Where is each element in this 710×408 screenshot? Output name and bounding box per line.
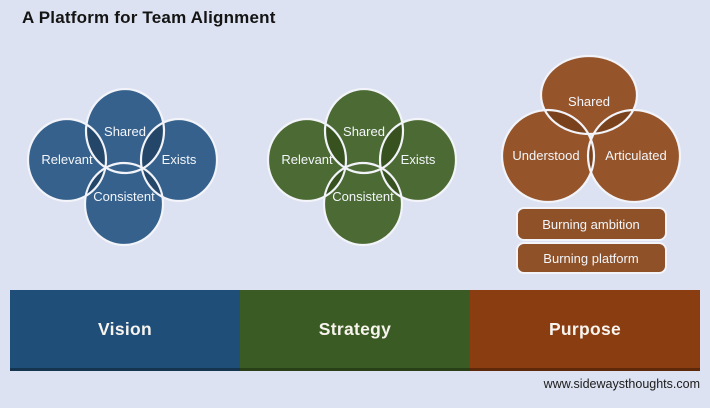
vision-circle-consistent <box>85 163 163 245</box>
strategy-bar-label: Strategy <box>318 318 392 339</box>
burning-platform-label: Burning platform <box>543 251 638 266</box>
vision-overlap <box>141 119 164 173</box>
strategy-bar: Strategy <box>240 290 470 371</box>
strategy-circle-outline <box>378 117 458 203</box>
alignment-bars: Vision Strategy Purpose <box>10 290 700 371</box>
strategy-label-consistent: Consistent <box>332 189 394 204</box>
vision-circle-outline <box>26 117 108 203</box>
purpose-label-understood: Understood <box>512 148 579 163</box>
purpose-circle-cluster: Shared Understood Articulated <box>500 54 682 204</box>
alignment-diagram: Shared Relevant Exists Consistent Shared… <box>26 54 682 274</box>
strategy-circle-outline <box>266 117 348 203</box>
strategy-overlap <box>380 119 403 173</box>
vision-circle-outline <box>139 117 219 203</box>
vision-circle-cluster: Shared Relevant Exists Consistent <box>26 87 219 247</box>
strategy-circle-consistent <box>324 163 402 245</box>
vision-bar: Vision <box>10 290 240 371</box>
strategy-circle-outline <box>323 87 405 175</box>
burning-ambition-box <box>516 207 667 241</box>
strategy-label-relevant: Relevant <box>281 152 333 167</box>
purpose-bar-label: Purpose <box>548 318 622 339</box>
vision-label-relevant: Relevant <box>41 152 93 167</box>
strategy-label-shared: Shared <box>343 124 385 139</box>
purpose-circle-outline <box>500 108 596 204</box>
page-title: A Platform for Team Alignment <box>22 8 276 27</box>
strategy-circle-cluster: Shared Relevant Exists Consistent <box>266 87 458 247</box>
website-url: www.sidewaysthoughts.com <box>543 377 700 391</box>
vision-circle-outline <box>83 161 165 247</box>
strategy-label-exists: Exists <box>401 152 436 167</box>
purpose-boxes: Burning ambition Burning platform <box>516 207 667 274</box>
vision-bar-label: Vision <box>98 318 152 339</box>
burning-ambition-label: Burning ambition <box>542 217 640 232</box>
purpose-circle-outline <box>586 108 682 204</box>
purpose-circle-articulated <box>588 110 680 202</box>
purpose-label-articulated: Articulated <box>605 148 666 163</box>
purpose-label-shared: Shared <box>568 94 610 109</box>
vision-circle-outline <box>84 87 166 175</box>
burning-platform-box <box>516 242 667 274</box>
vision-label-exists: Exists <box>162 152 197 167</box>
vision-label-shared: Shared <box>104 124 146 139</box>
vision-label-consistent: Consistent <box>93 189 155 204</box>
purpose-circle-understood <box>502 110 594 202</box>
strategy-circle-outline <box>322 161 404 247</box>
purpose-bar: Purpose <box>470 290 700 371</box>
